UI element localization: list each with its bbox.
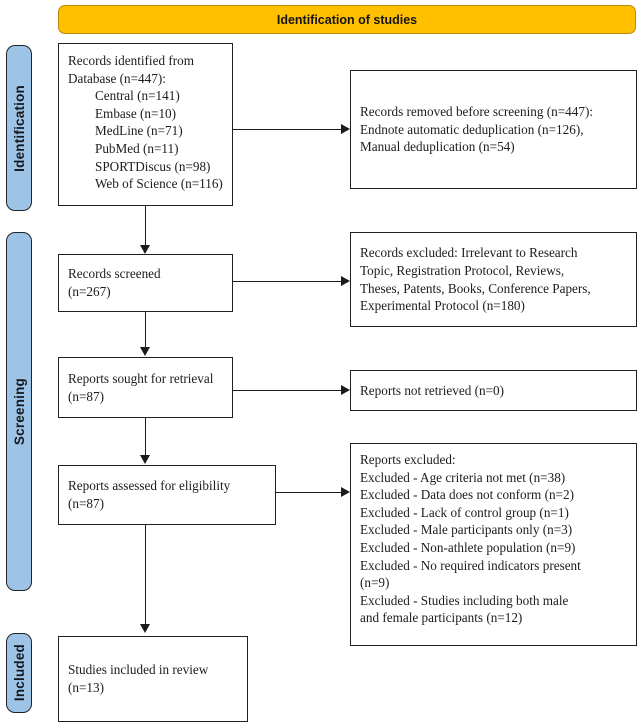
box-records-identified-line-8: Web of Science (n=116) <box>95 176 223 192</box>
identification-of-studies-banner: Identification of studies <box>58 5 636 34</box>
box-reports-sought: Reports sought for retrieval (n=87) <box>58 357 233 418</box>
phase-label-included-text: Included <box>11 644 27 702</box>
box-records-identified-line-1: Records identified from <box>68 53 194 68</box>
arrowhead-screened-to-sought <box>140 347 150 356</box>
box-records-identified-line-7: SPORTDiscus (n=98) <box>95 158 211 174</box>
box-reports-excluded-line-5: Excluded - Male participants only (n=3) <box>360 522 573 538</box>
box-records-identified-line-3: Central (n=141) <box>95 88 180 104</box>
banner-title: Identification of studies <box>276 12 418 27</box>
box-records-removed-line-3: Manual deduplication (n=54) <box>360 139 515 155</box>
box-reports-assessed-line-2: (n=87) <box>68 496 105 511</box>
box-studies-included-line-2: (n=13) <box>68 680 105 695</box>
box-records-identified-line-2: Database (n=447): <box>68 70 166 86</box>
box-reports-excluded-line-1: Reports excluded: <box>360 452 456 467</box>
box-reports-not-retrieved-line-1: Reports not retrieved (n=0) <box>360 382 505 398</box>
box-records-excluded-line-4: Experimental Protocol (n=180) <box>360 298 525 314</box>
box-reports-excluded-line-8: (n=9) <box>360 575 390 591</box>
arrowhead-sought-to-assessed <box>140 455 150 464</box>
connector-identified-to-removed <box>233 129 341 130</box>
box-records-identified-line-6: PubMed (n=11) <box>95 140 179 156</box>
arrowhead-assessed-to-excluded <box>341 487 350 497</box>
box-records-excluded: Records excluded: Irrelevant to Research… <box>350 232 637 327</box>
phase-label-identification-text: Identification <box>11 84 27 172</box>
box-reports-assessed: Reports assessed for eligibility (n=87) <box>58 465 276 525</box>
box-reports-excluded-line-9: Excluded - Studies including both male <box>360 592 569 608</box>
connector-screened-to-sought <box>145 312 146 348</box>
phase-label-screening: Screening <box>6 232 32 591</box>
box-records-identified: Records identified from Database (n=447)… <box>58 43 233 206</box>
box-records-identified-line-5: MedLine (n=71) <box>95 123 183 139</box>
phase-label-screening-text: Screening <box>11 377 27 446</box>
box-records-screened-line-2: (n=267) <box>68 284 111 299</box>
box-records-screened: Records screened (n=267) <box>58 254 233 312</box>
arrowhead-assessed-to-included <box>140 624 150 633</box>
arrowhead-identified-to-removed <box>341 124 350 134</box>
connector-identified-to-screened <box>145 206 146 246</box>
box-reports-excluded-line-4: Excluded - Lack of control group (n=1) <box>360 504 569 520</box>
box-studies-included-line-1: Studies included in review <box>68 662 209 678</box>
connector-assessed-to-excluded <box>276 492 341 493</box>
box-records-removed: Records removed before screening (n=447)… <box>350 70 637 189</box>
box-reports-excluded-line-10: and female participants (n=12) <box>360 610 523 626</box>
arrowhead-sought-to-not-retrieved <box>341 385 350 395</box>
connector-assessed-to-included <box>145 525 146 625</box>
phase-label-identification: Identification <box>6 45 32 211</box>
box-reports-excluded-line-7: Excluded - No required indicators presen… <box>360 557 581 573</box>
box-records-screened-line-1: Records screened <box>68 266 161 282</box>
box-reports-assessed-line-1: Reports assessed for eligibility <box>68 478 231 494</box>
box-reports-excluded: Reports excluded: Excluded - Age criteri… <box>350 443 637 646</box>
connector-screened-to-excluded <box>233 281 341 282</box>
box-reports-sought-line-1: Reports sought for retrieval <box>68 370 214 386</box>
box-reports-excluded-line-6: Excluded - Non-athlete population (n=9) <box>360 539 576 555</box>
box-reports-sought-line-2: (n=87) <box>68 388 105 404</box>
box-records-identified-line-4: Embase (n=10) <box>95 105 177 121</box>
arrowhead-screened-to-excluded <box>341 276 350 286</box>
box-reports-excluded-line-3: Excluded - Data does not conform (n=2) <box>360 487 574 503</box>
box-reports-excluded-line-2: Excluded - Age criteria not met (n=38) <box>360 469 566 485</box>
box-records-excluded-line-2: Topic, Registration Protocol, Reviews, <box>360 262 565 278</box>
box-reports-not-retrieved: Reports not retrieved (n=0) <box>350 370 637 411</box>
box-records-removed-line-1: Records removed before screening (n=447)… <box>360 104 594 120</box>
box-records-excluded-line-3: Theses, Patents, Books, Conference Paper… <box>360 280 591 296</box>
box-studies-included: Studies included in review (n=13) <box>58 636 248 722</box>
box-records-excluded-line-1: Records excluded: Irrelevant to Research <box>360 245 578 261</box>
arrowhead-identified-to-screened <box>140 245 150 254</box>
phase-label-included: Included <box>6 633 32 713</box>
connector-sought-to-not-retrieved <box>233 390 341 391</box>
connector-sought-to-assessed <box>145 418 146 456</box>
box-records-removed-line-2: Endnote automatic deduplication (n=126), <box>360 121 584 137</box>
